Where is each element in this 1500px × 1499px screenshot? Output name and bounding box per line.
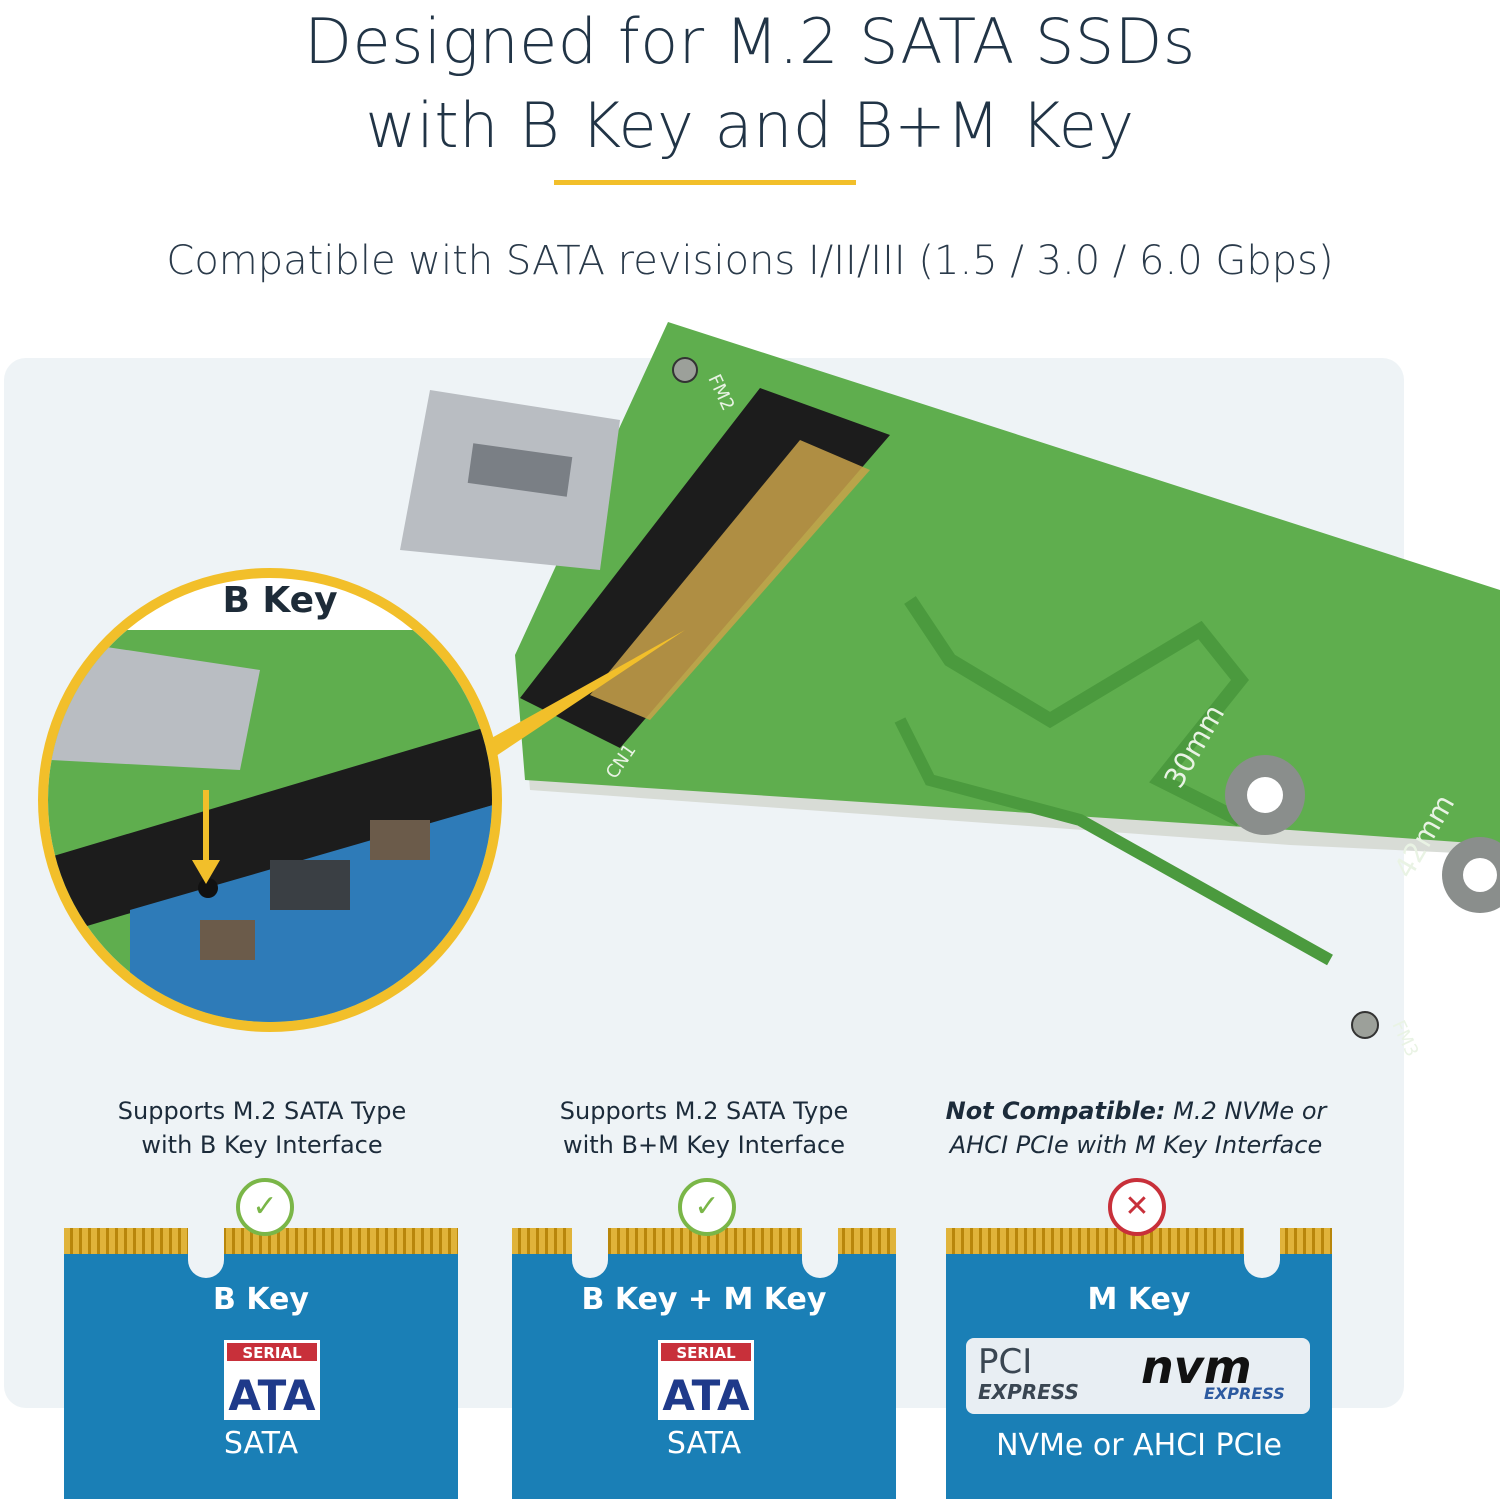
pcb-trace <box>894 717 1333 966</box>
caption-m-key: Not Compatible: M.2 NVMe or AHCI PCIe wi… <box>936 1094 1336 1162</box>
card-label: NVMe or AHCI PCIe <box>996 1428 1282 1463</box>
headline-line-1: Designed for M.2 SATA SSDs <box>304 5 1196 78</box>
key-notch <box>802 1208 838 1278</box>
nvm-express-text: EXPRESS <box>1204 1384 1285 1403</box>
key-notch <box>572 1208 608 1278</box>
card-title: B Key <box>213 1282 309 1317</box>
sata-logo: SERIAL ATA <box>658 1340 754 1420</box>
pcb-trace <box>904 596 1249 827</box>
headline-line-2: with B Key and B+M Key <box>365 89 1135 162</box>
arrow-icon-head <box>192 860 220 884</box>
svg-text:ATA: ATA <box>662 1371 750 1420</box>
card-m-key: M Key PCI EXPRESS nvm EXPRESS NVMe or AH… <box>946 1208 1332 1499</box>
caption-line: Not Compatible: M.2 NVMe or <box>936 1094 1336 1128</box>
zoom-usb <box>50 640 260 770</box>
card-title: B Key + M Key <box>581 1282 827 1317</box>
caption-line: Supports M.2 SATA Type <box>117 1097 407 1125</box>
zoom-connector <box>48 720 492 940</box>
pci-express-text: EXPRESS <box>978 1380 1079 1404</box>
card-bm-key: B Key + M Key SERIAL ATA SATA <box>512 1208 896 1499</box>
caption-line: AHCI PCIe with M Key Interface <box>949 1131 1323 1159</box>
caption-line: with B+M Key Interface <box>562 1131 846 1159</box>
accent-rule <box>554 180 856 185</box>
not-compatible-label: Not Compatible: <box>945 1097 1166 1125</box>
pci-logo-text: PCI <box>978 1342 1033 1382</box>
caption-bm-key: Supports M.2 SATA Type with B+M Key Inte… <box>534 1094 874 1162</box>
zoom-chip <box>370 820 430 860</box>
sata-logo: SERIAL ATA <box>224 1340 320 1420</box>
card-label: SATA <box>223 1426 299 1461</box>
check-icon: ✓ <box>678 1178 736 1236</box>
adapter-board-illustration: FM2 FM3 CN1 30mm 42mm <box>38 322 1500 1060</box>
caption-line: Supports M.2 SATA Type <box>559 1097 849 1125</box>
svg-text:SERIAL: SERIAL <box>676 1344 736 1362</box>
check-icon: ✓ <box>236 1178 294 1236</box>
key-notch <box>188 1208 224 1278</box>
caption-b-key: Supports M.2 SATA Type with B Key Interf… <box>92 1094 432 1162</box>
pcie-nvme-logo: PCI EXPRESS nvm EXPRESS <box>966 1338 1310 1414</box>
svg-text:SERIAL: SERIAL <box>242 1344 302 1362</box>
m2-pins <box>590 440 870 720</box>
zoom-chip <box>270 860 350 910</box>
caption-line: with B Key Interface <box>141 1131 383 1159</box>
fm3-pad <box>1351 1011 1379 1039</box>
nvm-logo-text: nvm <box>1141 1340 1252 1394</box>
card-label: SATA <box>666 1426 742 1461</box>
mount-hole-center <box>1247 777 1283 813</box>
card-title: M Key <box>1087 1282 1191 1317</box>
subtitle: Compatible with SATA revisions I/II/III … <box>166 238 1334 284</box>
caption-text: M.2 NVMe or <box>1165 1097 1327 1125</box>
mount-hole-center <box>1463 858 1497 892</box>
zoom-chip <box>200 920 255 960</box>
zoom-label: B Key <box>222 580 338 621</box>
cross-icon: ✕ <box>1108 1178 1166 1236</box>
card-b-key: B Key SERIAL ATA SATA <box>64 1208 458 1499</box>
key-notch <box>1244 1208 1280 1278</box>
usb-port-opening <box>467 443 573 497</box>
zoom-key-notch <box>198 878 218 898</box>
fm2-pad <box>672 357 698 383</box>
fm3-label: FM3 <box>1387 1017 1422 1060</box>
svg-text:ATA: ATA <box>228 1371 316 1420</box>
headline: Designed for M.2 SATA SSDs with B Key an… <box>0 0 1500 168</box>
